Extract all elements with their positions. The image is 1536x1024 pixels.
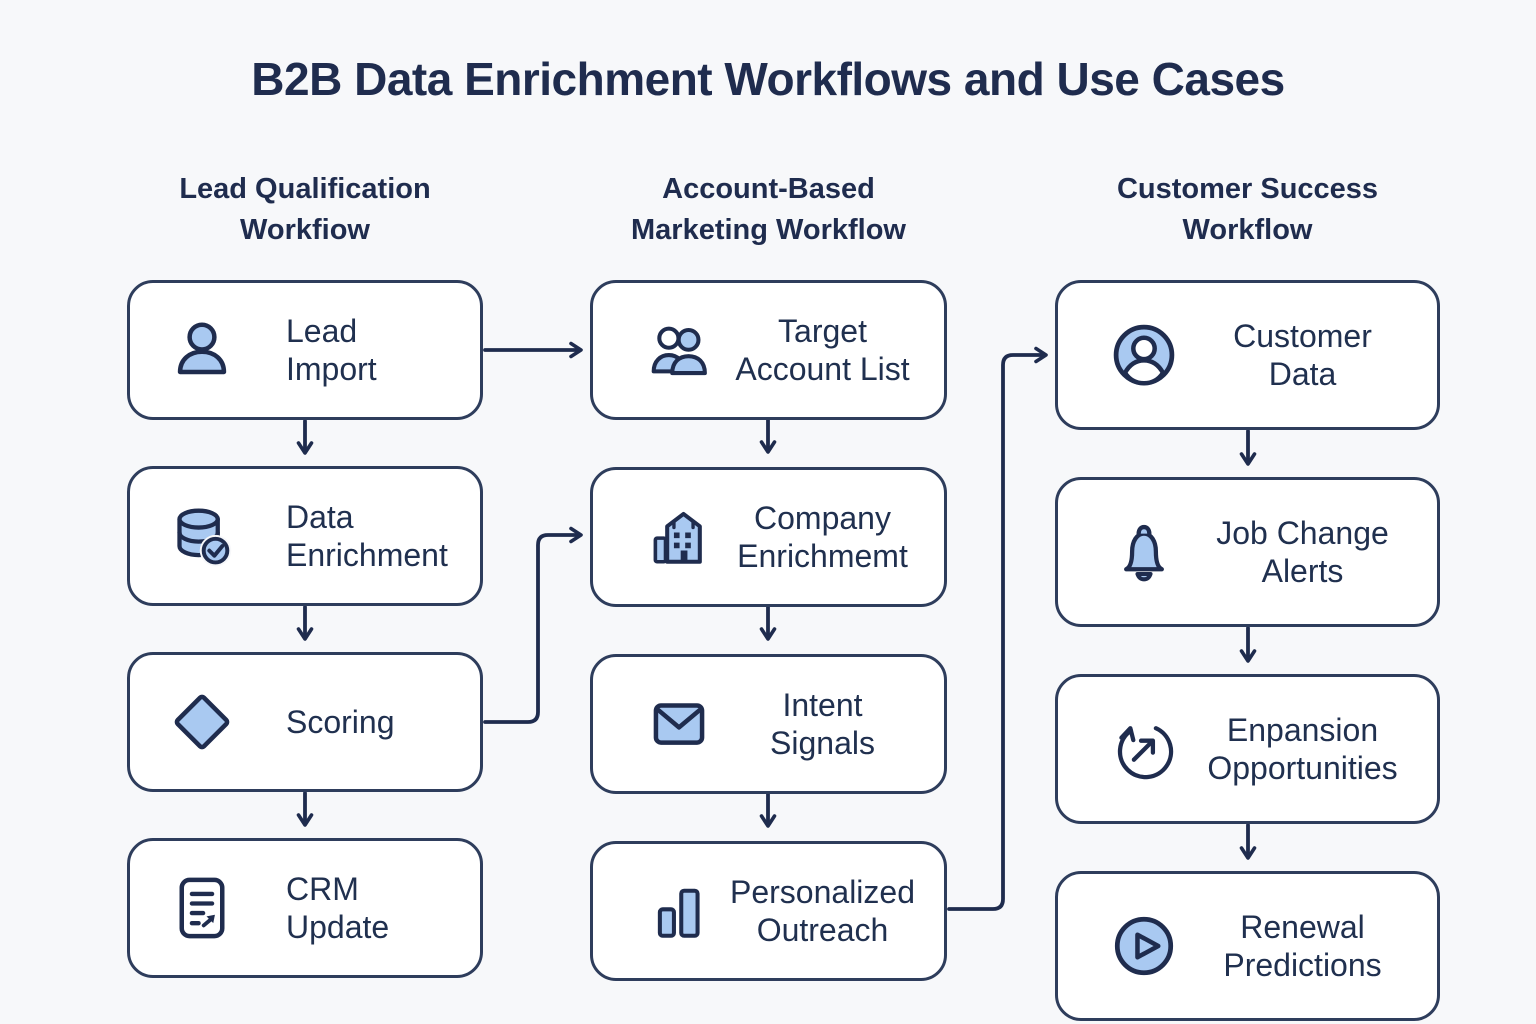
workflow-box: Scoring <box>127 652 483 792</box>
workflow-box-label: Target Account List <box>735 312 910 387</box>
document-update-icon <box>166 872 238 944</box>
bar-chart-icon <box>643 875 715 947</box>
expansion-arrows-icon <box>1106 711 1182 787</box>
arrow-personalized-outreach-to-customer-data <box>947 346 1048 911</box>
column-boxes: Lead Import Data Enrichment Scoring CRM … <box>127 280 483 978</box>
workflow-box-label: Personalized Outreach <box>730 873 915 948</box>
column-header-customer-success: Customer Success Workflow <box>1116 173 1379 246</box>
workflow-box-label: Scoring <box>286 703 395 740</box>
bell-icon <box>1106 514 1182 590</box>
user-circle-icon <box>1106 317 1182 393</box>
column-header-lead-qualification: Lead Qualification Workfiow <box>179 173 431 246</box>
database-check-icon <box>166 500 238 572</box>
column-boxes: Target Account List Company Enrichmemt I… <box>590 280 947 981</box>
workflow-box-label: Company Enrichmemt <box>737 499 908 574</box>
play-circle-icon <box>1106 908 1182 984</box>
workflow-box: Target Account List <box>590 280 947 420</box>
envelope-icon <box>643 688 715 760</box>
workflow-box: Enpansion Opportunities <box>1055 674 1440 824</box>
column-boxes: Customer Data Job Change Alerts Enpansio… <box>1055 280 1440 1021</box>
user-icon <box>166 314 238 386</box>
column-header-account-based-marketing: Account-Based Marketing Workflow <box>631 173 906 246</box>
workflow-box: Lead Import <box>127 280 483 420</box>
building-icon <box>643 501 715 573</box>
workflow-box-label: Intent Signals <box>770 686 875 761</box>
page-title: B2B Data Enrichment Workflows and Use Ca… <box>251 53 1285 105</box>
workflow-box: Customer Data <box>1055 280 1440 430</box>
workflow-box-label: Renewal Predictions <box>1223 908 1382 983</box>
workflow-box: Personalized Outreach <box>590 841 947 981</box>
workflow-box: Job Change Alerts <box>1055 477 1440 627</box>
workflow-box-label: Lead Import <box>286 312 377 387</box>
workflow-box-label: Job Change Alerts <box>1216 514 1389 589</box>
arrow-scoring-to-company-enrichment <box>483 526 583 724</box>
workflow-box: CRM Update <box>127 838 483 978</box>
workflow-box: Renewal Predictions <box>1055 871 1440 1021</box>
diamond-icon <box>166 686 238 758</box>
workflow-box: Company Enrichmemt <box>590 467 947 607</box>
workflow-box: Intent Signals <box>590 654 947 794</box>
workflow-box-label: Data Enrichment <box>286 498 448 573</box>
column-lead-qualification: Lead Qualification Workfiow Lead Import … <box>127 165 483 978</box>
column-customer-success: Customer Success Workflow Customer Data … <box>1055 165 1440 1021</box>
users-icon <box>643 314 715 386</box>
column-account-based-marketing: Account-Based Marketing Workflow Target … <box>590 165 947 981</box>
workflow-box-label: Enpansion Opportunities <box>1207 711 1398 786</box>
workflow-box-label: Customer Data <box>1233 317 1372 392</box>
workflow-box-label: CRM Update <box>286 870 390 945</box>
workflow-box: Data Enrichment <box>127 466 483 606</box>
